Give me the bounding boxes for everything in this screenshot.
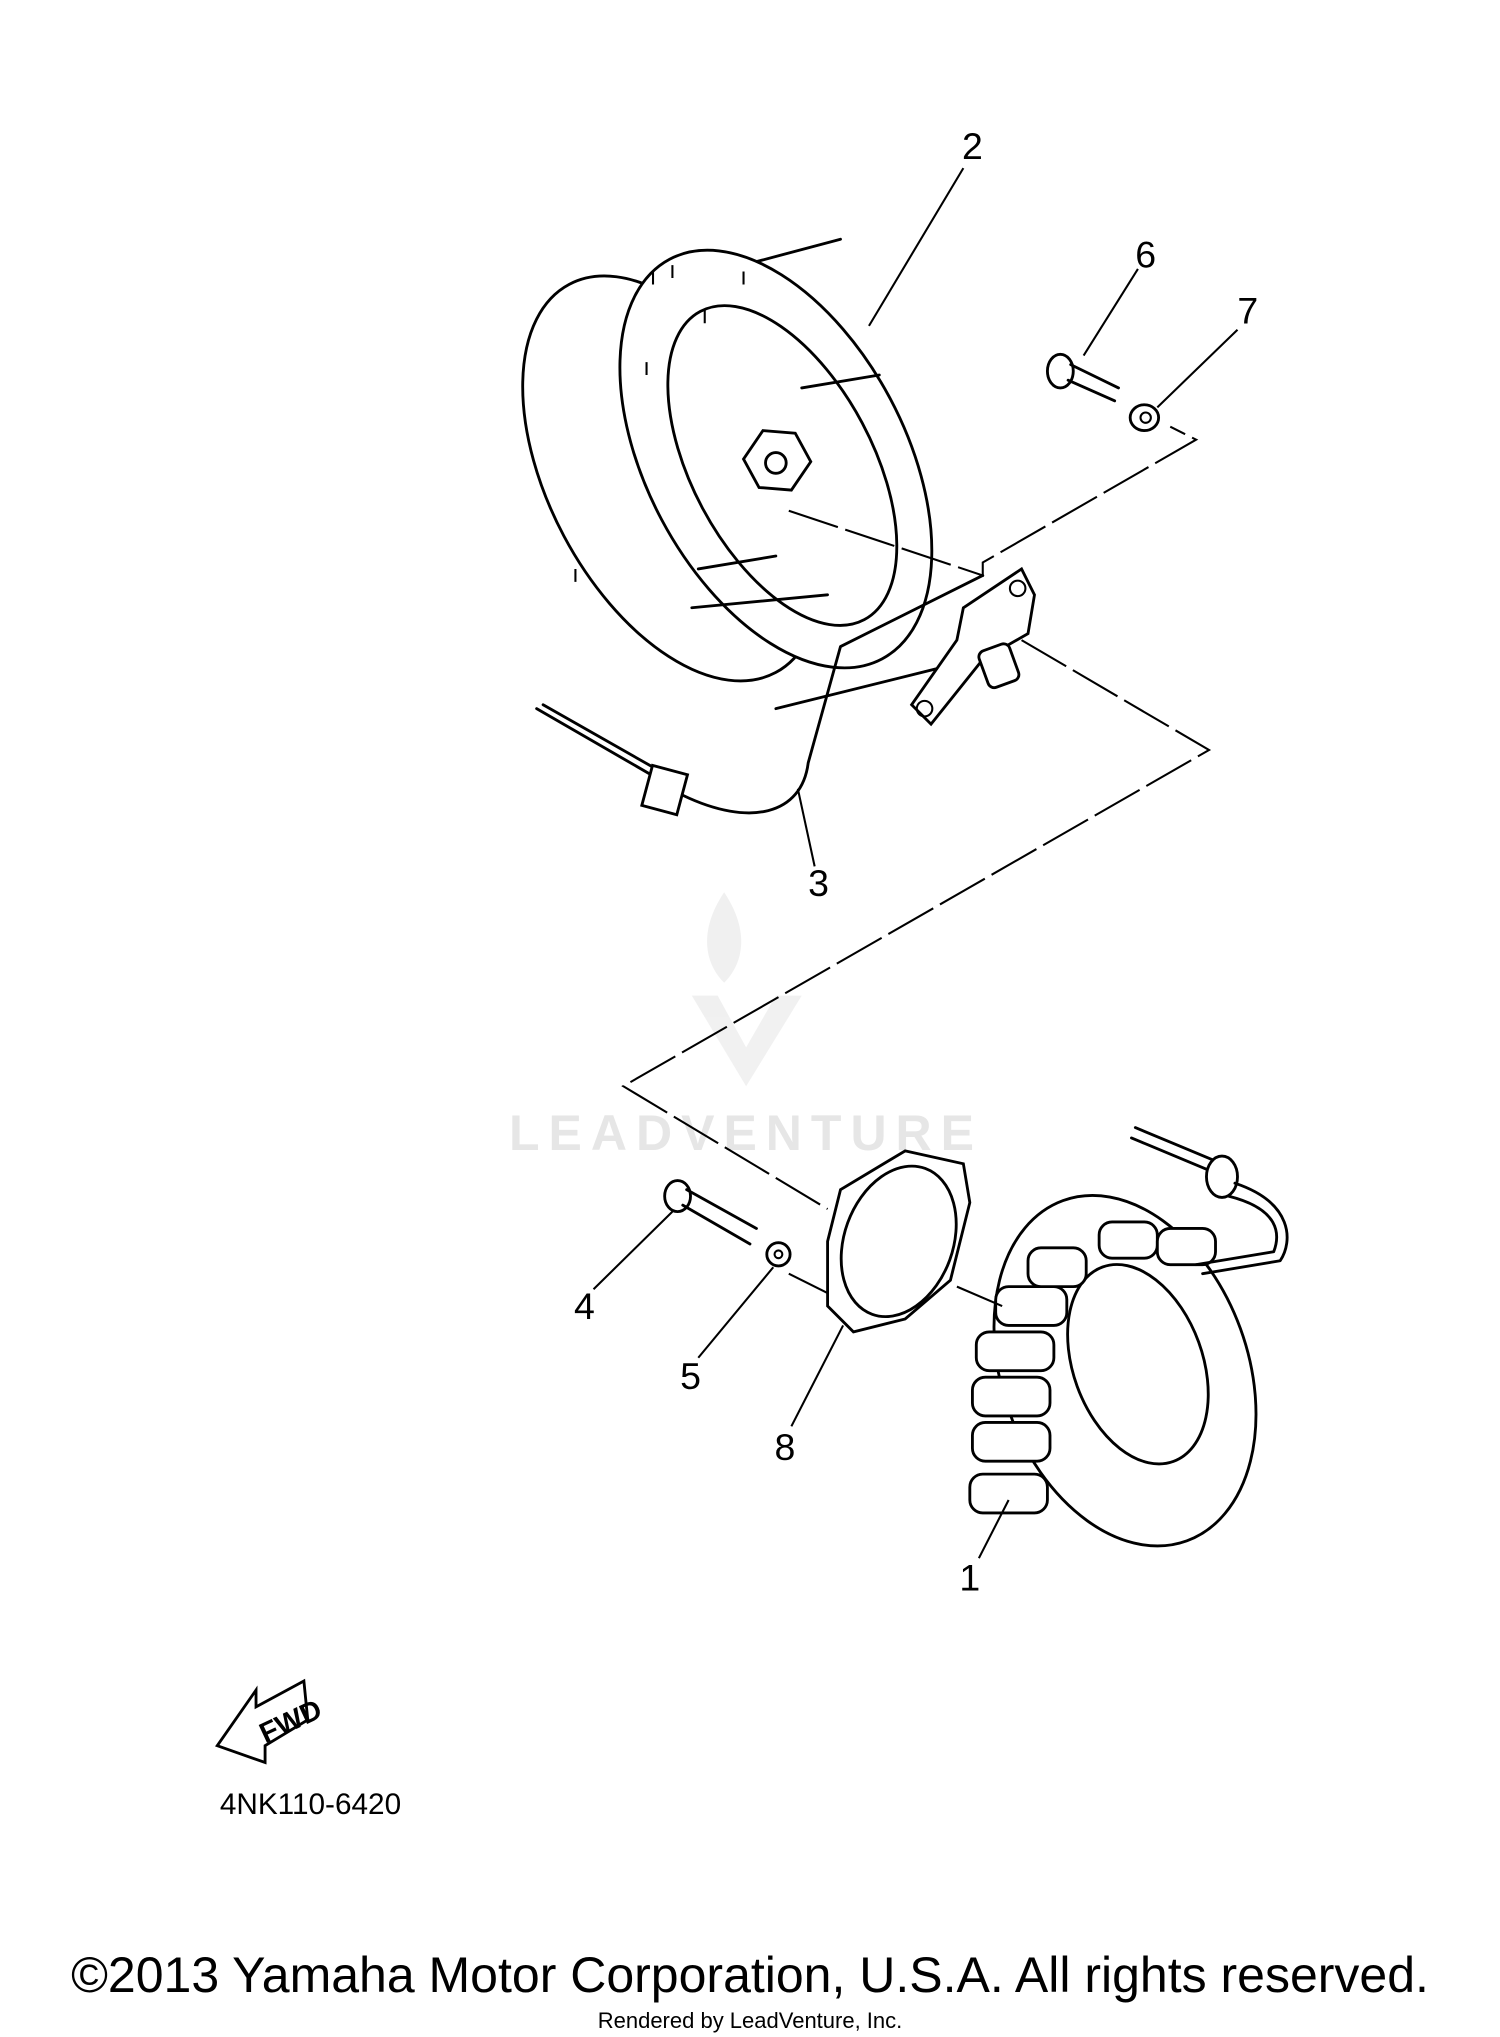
forward-arrow-icon: FWD — [215, 1678, 327, 1765]
bolt-part-4[interactable] — [663, 1179, 758, 1246]
callout-3[interactable]: 3 — [808, 862, 829, 904]
plate-part-8[interactable] — [821, 1149, 976, 1334]
callout-leaders — [592, 167, 1239, 1559]
bolt-part-6[interactable] — [1045, 352, 1120, 403]
callout-6[interactable]: 6 — [1135, 234, 1156, 276]
callout-7[interactable]: 7 — [1237, 289, 1258, 331]
watermark-logo-icon — [691, 892, 802, 1087]
copyright-notice: ©2013 Yamaha Motor Corporation, U.S.A. A… — [71, 1947, 1429, 2003]
alignment-lines — [621, 425, 1212, 1307]
callout-2[interactable]: 2 — [962, 125, 983, 167]
callout-1[interactable]: 1 — [959, 1557, 980, 1599]
callout-8[interactable]: 8 — [774, 1426, 795, 1468]
rendered-by-credit: Rendered by LeadVenture, Inc. — [598, 2008, 903, 2033]
callout-4[interactable]: 4 — [574, 1285, 595, 1327]
watermark-text: LEADVENTURE — [509, 1105, 983, 1161]
washer-part-5[interactable] — [765, 1241, 792, 1268]
callout-5[interactable]: 5 — [680, 1355, 701, 1397]
stator-part-1[interactable] — [948, 1126, 1303, 1583]
pickup-coil[interactable] — [535, 566, 1036, 817]
washer-part-7[interactable] — [1128, 403, 1161, 433]
flywheel-rotor[interactable] — [461, 199, 997, 731]
diagram-code: 4NK110-6420 — [220, 1788, 401, 1821]
